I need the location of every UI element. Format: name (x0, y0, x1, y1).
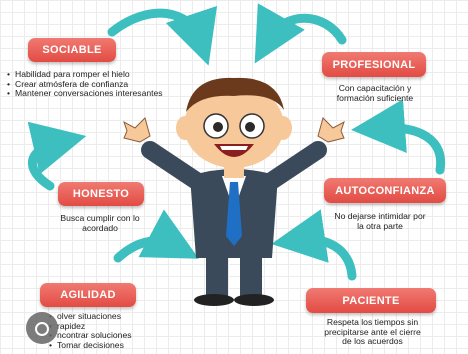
profesional-text-line: formación suficiente (336, 92, 414, 103)
sociable-bullet: Crear atmósfera de confianza (7, 79, 165, 90)
profesional-description: Con capacitación y formación suficiente (305, 83, 445, 103)
paciente-label: PACIENTE (306, 288, 436, 313)
agilidad-label: AGILIDAD (40, 283, 136, 307)
honesto-text-line: acordado (82, 222, 118, 233)
autoconfianza-text-line: No dejarse intimidar por (334, 211, 426, 221)
curved-arrow-icon (107, 5, 218, 66)
honesto-description: Busca cumplir con lo acordado (35, 213, 165, 233)
curved-arrow-icon (271, 209, 357, 281)
paciente-description: Respeta los tiempos sin precipitarse ant… (300, 317, 445, 347)
profesional-text-line: Con capacitación y (338, 83, 412, 93)
sociable-label: SOCIABLE (28, 38, 116, 62)
sociable-bullet: Habilidad para romper el hielo (7, 69, 165, 80)
honesto-text-line: Busca cumplir con lo (60, 213, 140, 223)
autoconfianza-text-line: la otra parte (357, 220, 403, 231)
paciente-text-line: Respeta los tiempos sin (326, 317, 419, 327)
profesional-label: PROFESIONAL (322, 52, 426, 77)
agilidad-bullet: Tomar decisiones (49, 340, 177, 351)
sociable-bullet: Mantener conversaciones interesantes (7, 89, 165, 99)
paciente-text-line: de los acuerdos (342, 336, 403, 347)
honesto-label: HONESTO (58, 182, 144, 206)
curved-arrow-icon (113, 209, 199, 263)
curved-arrow-icon (27, 121, 87, 191)
agilidad-description: olver situaciones rapidez ncontrar soluc… (48, 311, 177, 351)
curved-arrow-icon (254, 3, 347, 64)
sociable-description: Habilidad para romper el hielo Crear atm… (6, 69, 165, 99)
autoconfianza-label: AUTOCONFIANZA (324, 178, 446, 203)
paciente-text-line: precipitarse ante el cierre (324, 326, 421, 337)
autoconfianza-description: No dejarse intimidar por la otra parte (305, 211, 455, 231)
curved-arrow-icon (351, 99, 446, 175)
lens-icon[interactable] (26, 312, 58, 344)
